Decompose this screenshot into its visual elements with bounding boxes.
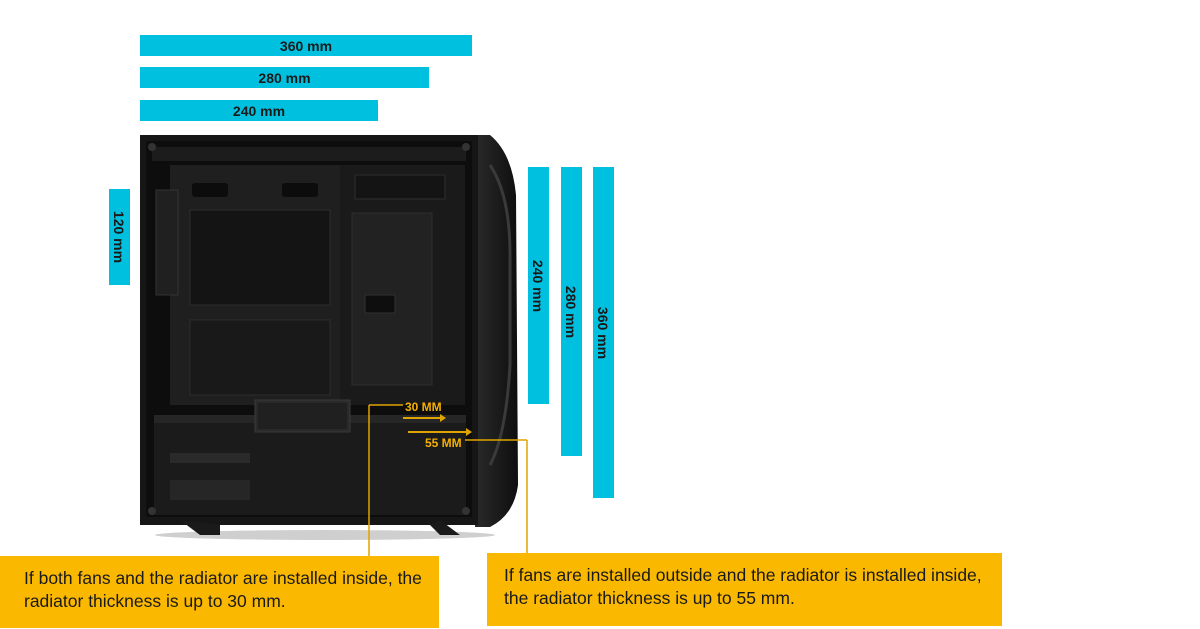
front-radiator-240-bar: 240 mm	[528, 167, 549, 404]
front-radiator-360-label: 360 mm	[595, 306, 612, 359]
rear-fan-120-label: 120 mm	[111, 210, 128, 264]
front-radiator-360-bar: 360 mm	[593, 167, 614, 498]
top-radiator-280-bar: 280 mm	[140, 67, 429, 88]
callout-inside-text: If both fans and the radiator are instal…	[24, 568, 422, 611]
callout-inside-30mm: If both fans and the radiator are instal…	[0, 556, 439, 628]
top-radiator-360-bar: 360 mm	[140, 35, 472, 56]
front-radiator-280-label: 280 mm	[563, 285, 580, 338]
front-radiator-240-label: 240 mm	[530, 259, 547, 312]
top-radiator-280-label: 280 mm	[258, 69, 311, 86]
rear-fan-120-bar: 120 mm	[109, 189, 130, 285]
top-radiator-360-label: 360 mm	[279, 37, 333, 54]
top-radiator-240-bar: 240 mm	[140, 100, 378, 121]
callout-outside-text: If fans are installed outside and the ra…	[504, 565, 982, 608]
front-radiator-280-bar: 280 mm	[561, 167, 582, 456]
top-radiator-240-label: 240 mm	[232, 102, 286, 119]
thickness-55-label: 55 MM	[425, 436, 462, 450]
callout-outside-55mm: If fans are installed outside and the ra…	[487, 553, 1002, 626]
thickness-30-label: 30 MM	[405, 400, 442, 414]
pc-case-image	[140, 135, 518, 540]
